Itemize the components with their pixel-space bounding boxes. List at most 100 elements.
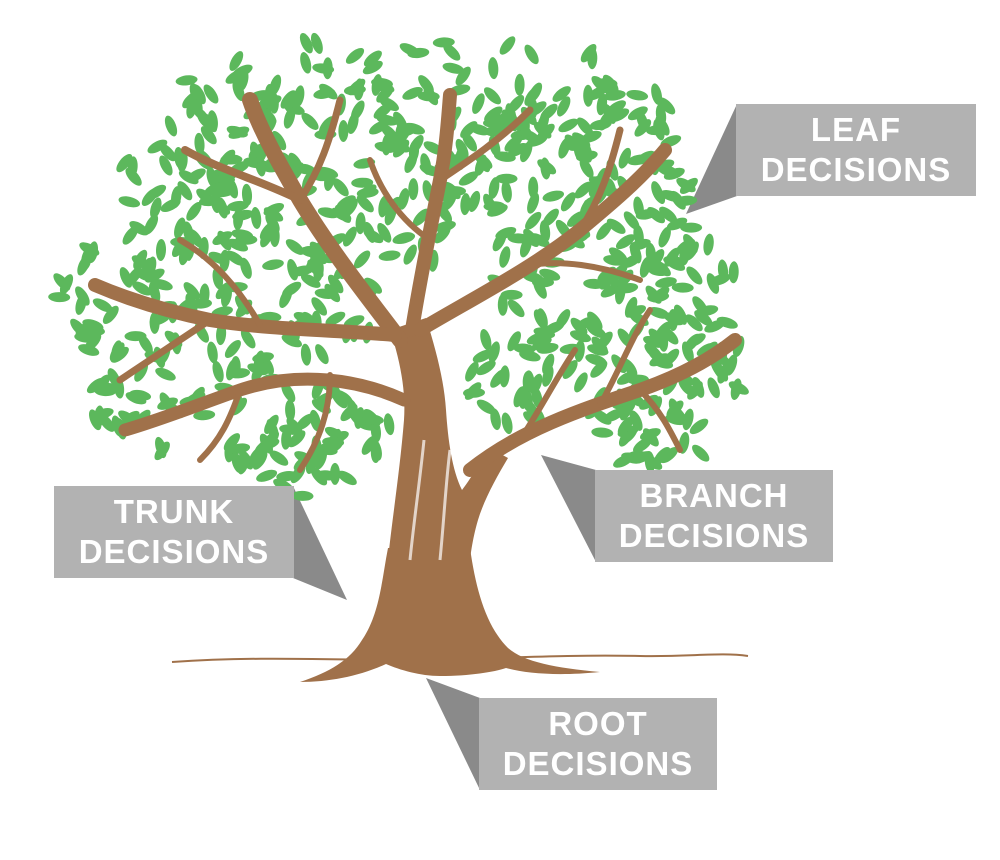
leaf-icon — [262, 259, 284, 271]
leaf-icon — [519, 141, 533, 163]
leaf-icon — [200, 126, 217, 145]
leaf-icon — [626, 89, 649, 101]
leaf-icon — [392, 232, 414, 244]
leaf-icon — [82, 319, 104, 331]
leaf-icon — [264, 84, 276, 106]
leaf-icon — [224, 339, 241, 359]
leaf-icon — [370, 441, 381, 463]
leaf-icon — [199, 283, 210, 306]
leaf-icon — [524, 370, 535, 393]
leaf-icon — [241, 183, 253, 206]
leaf-icon — [524, 86, 540, 106]
leaf-icon — [692, 444, 710, 462]
leaf-icon — [671, 406, 687, 425]
leaf-icon — [203, 84, 219, 104]
leaf-icon — [211, 198, 231, 215]
leaf-icon — [531, 336, 552, 351]
trunk-highlight — [408, 439, 452, 561]
leaf-icon — [325, 311, 346, 326]
leaf-icon — [606, 100, 626, 115]
leaf-icon — [618, 427, 634, 447]
leaf-icon — [524, 44, 539, 65]
leaf-icon — [652, 260, 671, 277]
leaf-icon — [207, 341, 218, 364]
leaf-icon — [616, 371, 637, 385]
leaf-icon — [48, 292, 71, 303]
leaf-icon — [532, 277, 554, 288]
leaf-icon — [356, 195, 374, 213]
leaf-icon — [252, 450, 268, 470]
leaf-icon — [443, 43, 461, 61]
leaf-icon — [684, 241, 699, 261]
leaf-icon — [138, 334, 153, 354]
leaf-icon — [590, 360, 608, 378]
leaf-icon — [647, 206, 666, 224]
leaf-icon — [148, 281, 161, 303]
leaf-icon — [347, 399, 359, 421]
leaf-icon — [311, 297, 328, 316]
leaf-icon — [263, 207, 284, 222]
leaf-icon — [338, 120, 349, 142]
leaf-icon — [398, 188, 410, 210]
leaf-icon — [567, 211, 586, 227]
leaf-icon — [537, 159, 557, 175]
leaf-icon — [177, 150, 188, 173]
leaf-icon — [247, 363, 269, 376]
trunk-label-line1: TRUNK — [113, 493, 235, 530]
leaf-icon — [463, 387, 485, 398]
leaf-icon — [476, 399, 496, 415]
leaf-icon — [291, 490, 314, 501]
leaf-icon — [145, 256, 157, 279]
leaf-icon — [596, 93, 608, 116]
leaf-icon — [474, 154, 487, 176]
leaf-icon — [283, 107, 296, 129]
leaf-icon — [377, 222, 392, 243]
leaf-icon — [468, 123, 491, 136]
leaf-icon — [603, 255, 625, 266]
leaf-icon — [399, 43, 420, 57]
leaf-icon — [458, 171, 479, 186]
leaf-icon — [175, 75, 198, 86]
leaf-icon — [226, 200, 249, 212]
leaf-icon — [146, 184, 167, 200]
leaf-icon — [606, 218, 626, 234]
leaf-icon — [300, 343, 312, 366]
leaf-icon — [174, 217, 186, 239]
leaf-icon — [663, 167, 685, 180]
leaf-icon — [256, 469, 278, 482]
leaf-icon — [155, 367, 176, 381]
root-pointer — [426, 678, 480, 790]
leaf-icon — [507, 299, 525, 318]
leaf-icon — [513, 343, 536, 354]
leaf-icon — [499, 246, 511, 268]
branch-decisions-label: BRANCH DECISIONS — [595, 470, 833, 562]
branch — [413, 143, 672, 337]
leaf-icon — [574, 181, 593, 199]
branch — [297, 372, 333, 473]
leaf-icon — [259, 311, 282, 322]
leaf-icon — [110, 346, 129, 363]
leaf-icon — [616, 283, 639, 294]
leaf-icon — [728, 261, 739, 284]
leaf-icon — [460, 193, 471, 216]
leaf-icon — [343, 226, 357, 247]
branch — [116, 316, 214, 384]
leaf-icon — [617, 416, 634, 435]
leaf-icon — [552, 86, 571, 102]
leaf-icon — [78, 344, 100, 356]
branch-label-line1: BRANCH — [639, 477, 789, 514]
leaf-icon — [525, 211, 542, 230]
leaf-icon — [215, 281, 233, 300]
leaf-icon — [223, 433, 241, 452]
leaf-icon — [712, 362, 729, 382]
trunk-decisions-label: TRUNK DECISIONS — [54, 486, 294, 578]
leaf-icon — [183, 282, 201, 300]
leaf-icon — [598, 110, 613, 131]
leaf-icon — [645, 285, 662, 304]
leaf-icon — [542, 208, 559, 227]
leaf-icon — [562, 360, 578, 379]
leaf-icon — [675, 238, 696, 254]
leaf-icon — [537, 123, 555, 141]
leaf-icon — [296, 413, 314, 431]
